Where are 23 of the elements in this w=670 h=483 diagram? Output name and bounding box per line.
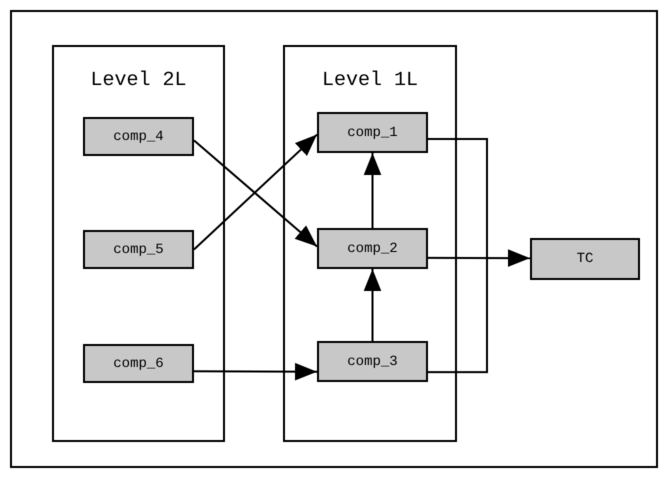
group-container [52,45,225,442]
component-label: comp_6 [113,356,164,372]
component-label: comp_3 [347,354,398,370]
connector-line [428,138,488,374]
group-title: Level 1L [320,69,419,92]
component-label: comp_4 [113,128,164,144]
arrow [364,153,382,228]
group-container [283,45,457,442]
component-label: comp_1 [347,124,398,140]
component-box [530,238,640,280]
component-box [317,341,428,382]
component-box [83,344,194,383]
arrow [194,362,317,380]
component-box [83,117,194,156]
component-label: TC [576,251,594,267]
arrow [428,249,530,267]
component-box [317,228,428,269]
component-label: comp_2 [347,240,398,256]
component-label: comp_5 [113,242,164,258]
arrow [364,269,382,341]
group-title: Level 2L [89,69,188,92]
component-box [317,112,428,153]
component-box [83,230,194,269]
